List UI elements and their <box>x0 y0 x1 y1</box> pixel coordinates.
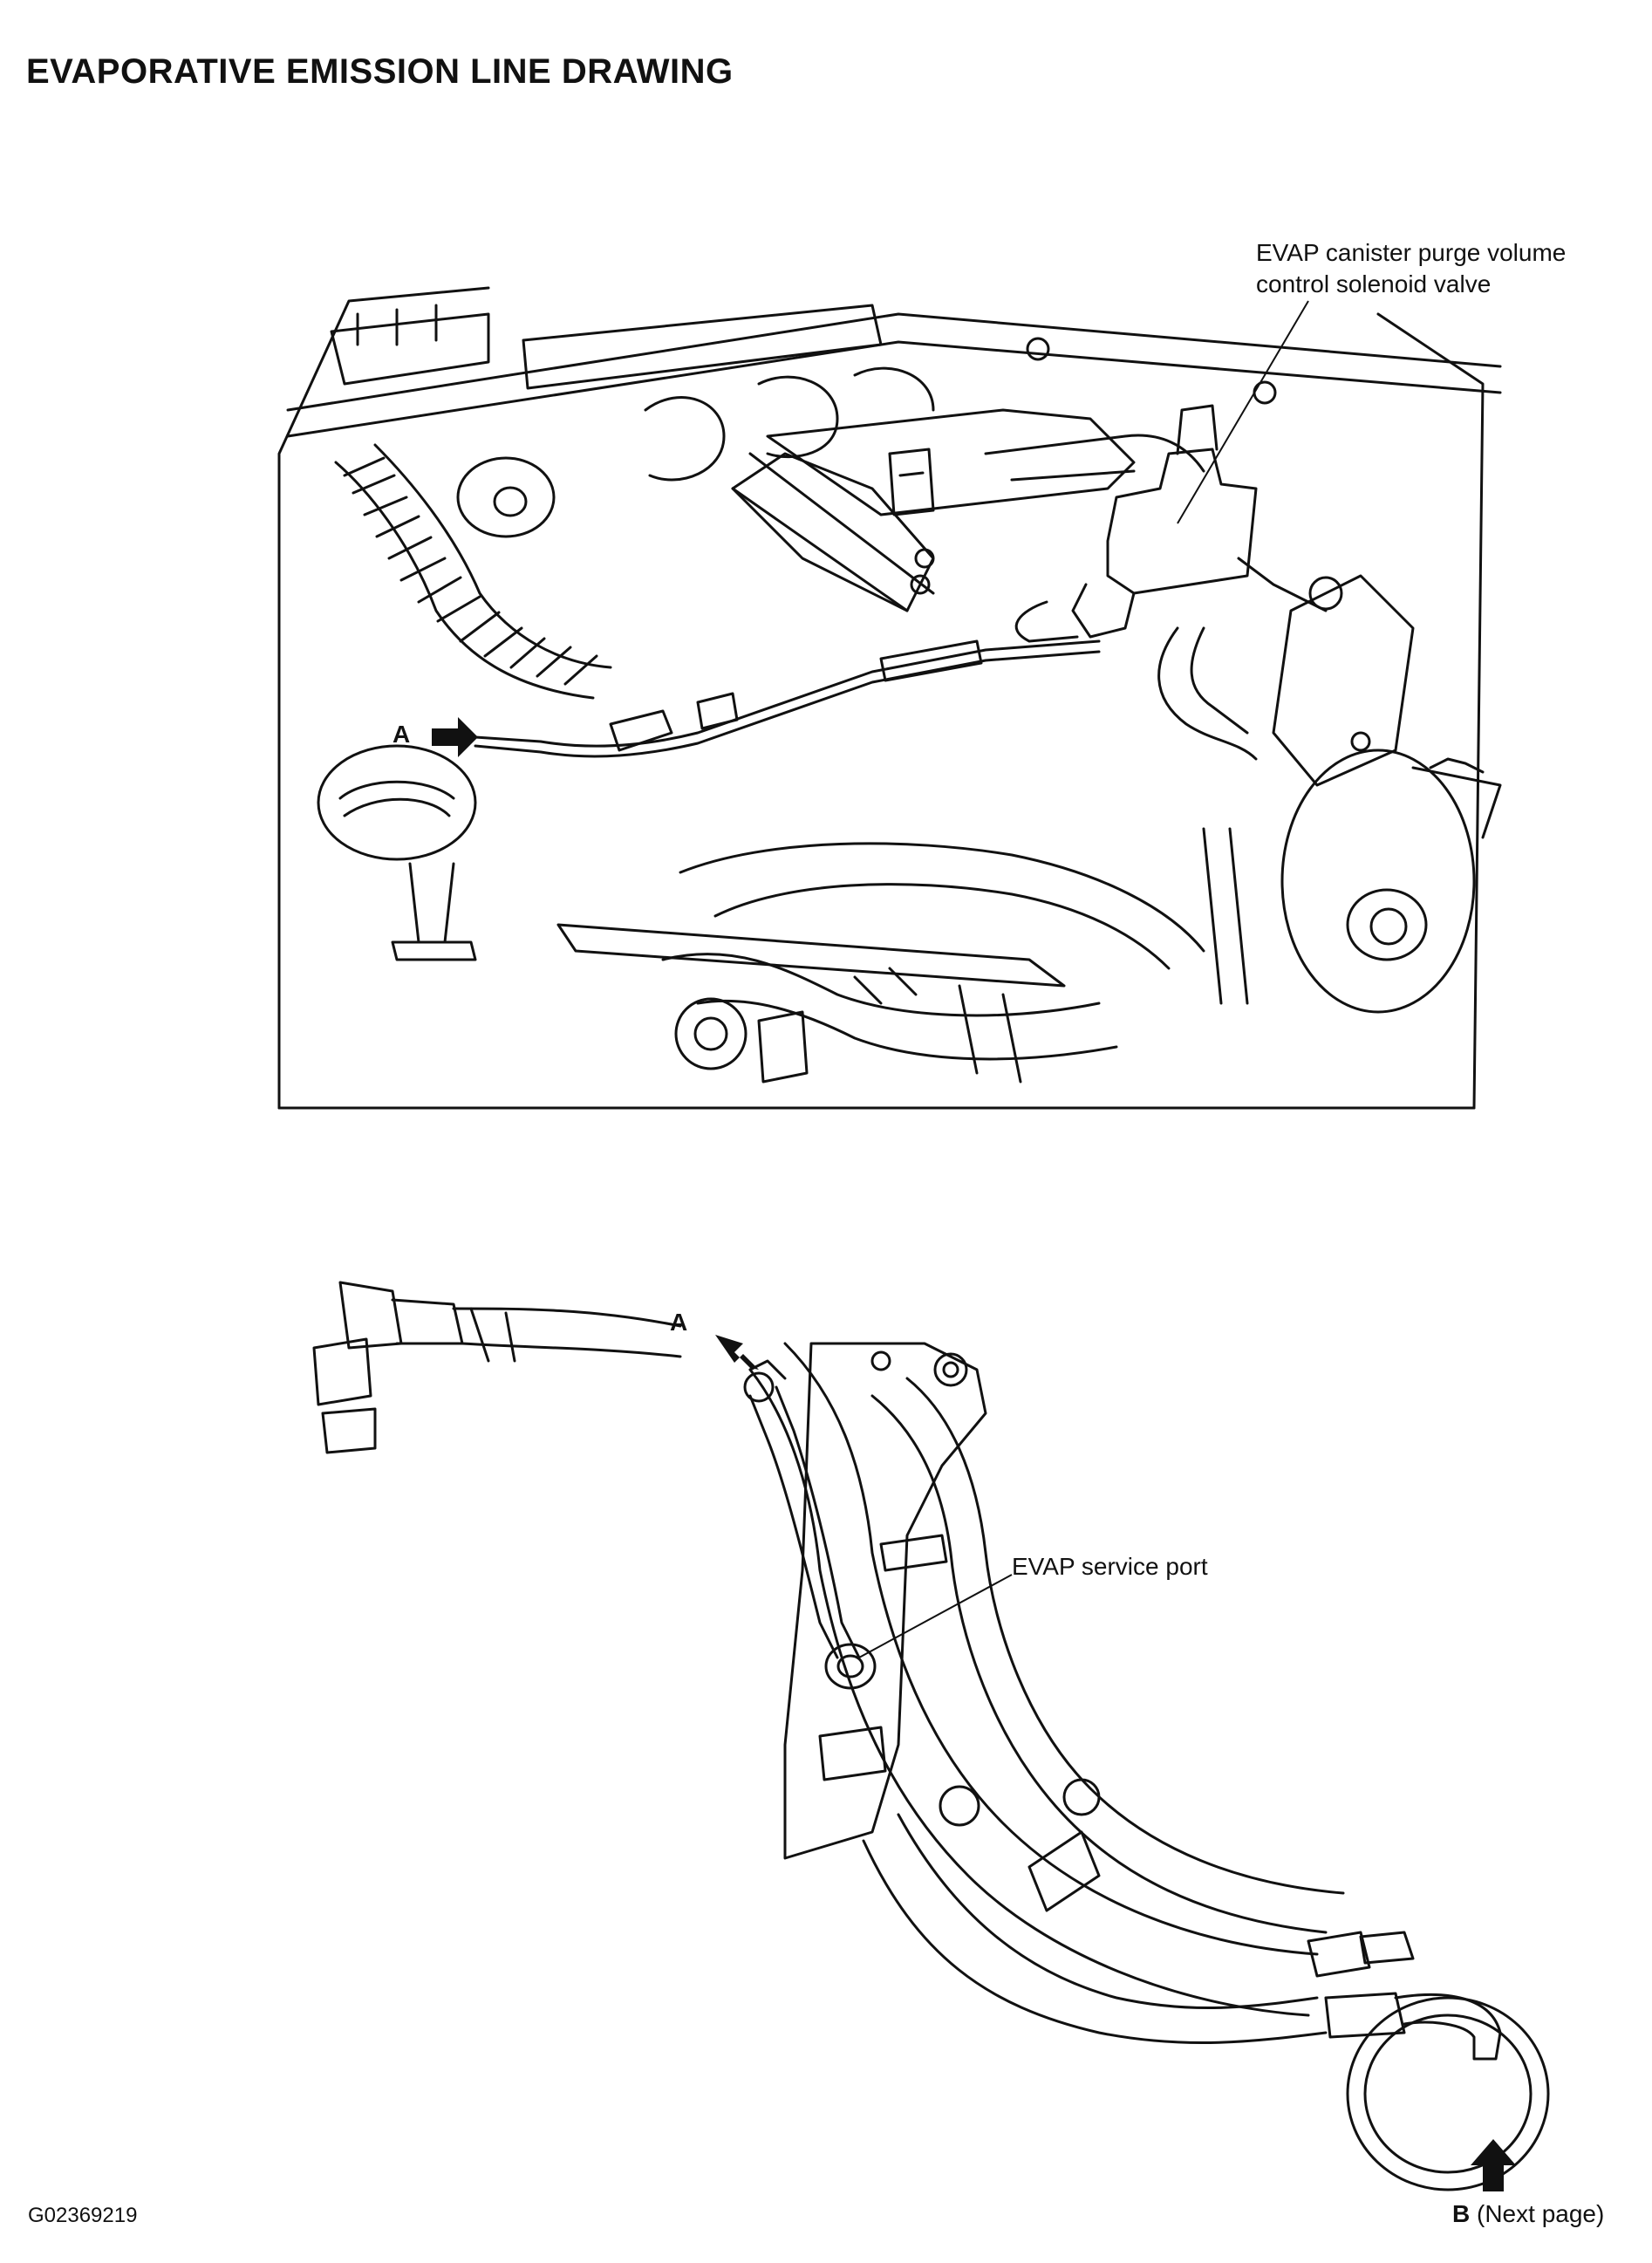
arrow-up-icon <box>1471 2139 1516 2191</box>
callout-a-top: A <box>393 721 411 748</box>
solenoid-label-line1: EVAP canister purge volume <box>1256 239 1567 266</box>
callout-b: B (Next page) <box>1452 2198 1604 2230</box>
service-port-label: EVAP service port <box>1012 1553 1208 1580</box>
callout-a-bottom: A <box>670 1309 688 1336</box>
callout-b-letter: B <box>1452 2200 1471 2227</box>
solenoid-label: EVAP canister purge volume control solen… <box>1256 237 1566 300</box>
figure-id: G02369219 <box>28 2204 138 2227</box>
solenoid-label-line2: control solenoid valve <box>1256 270 1492 297</box>
callout-b-text: (Next page) <box>1477 2200 1605 2227</box>
page-title: EVAPORATIVE EMISSION LINE DRAWING <box>26 52 734 91</box>
arrow-up-left-icon <box>715 1335 759 1370</box>
arrow-right-icon <box>432 717 478 757</box>
